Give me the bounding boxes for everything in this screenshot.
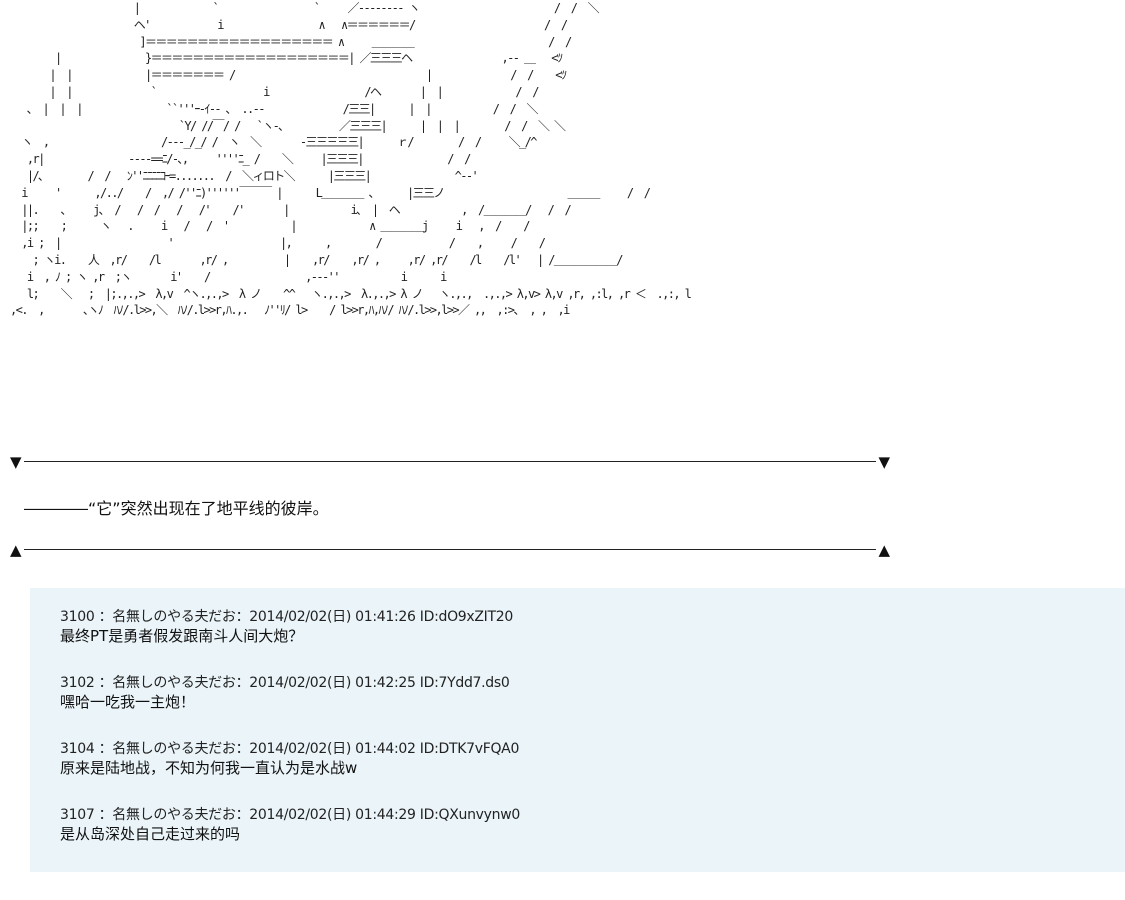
response-post: 3100 ：名無しのやる夫だお：2014/02/02(日) 01:41:26 I… [60, 608, 513, 646]
down-triangle-icon: ▼ [10, 453, 22, 471]
response-post: 3107 ：名無しのやる夫だお：2014/02/02(日) 01:44:29 I… [60, 806, 520, 844]
post-header: 3107 ：名無しのやる夫だお：2014/02/02(日) 01:44:29 I… [60, 807, 520, 823]
ascii-art: | ` ` ／‐‐‐‐‐‐‐‐ ヽ / / ＼ ヘ' i ∧ ∧＝＝＝＝＝＝/ … [10, 1, 692, 318]
responses-panel: 3100 ：名無しのやる夫だお：2014/02/02(日) 01:41:26 I… [30, 588, 1125, 872]
response-post: 3102 ：名無しのやる夫だお：2014/02/02(日) 01:42:25 I… [60, 674, 510, 712]
post-body: 原来是陆地战，不知为何我一直认为是水战w [60, 759, 358, 777]
divider-line [24, 549, 876, 550]
post-body: 最终PT是勇者假发跟南斗人间大炮？ [60, 627, 304, 645]
bottom-divider: ▲ ▲ [10, 541, 890, 559]
post-body: 是从岛深处自己走过来的吗 [60, 825, 241, 843]
post-header: 3100 ：名無しのやる夫だお：2014/02/02(日) 01:41:26 I… [60, 609, 513, 625]
post-header: 3104 ：名無しのやる夫だお：2014/02/02(日) 01:44:02 I… [60, 741, 520, 757]
up-triangle-icon: ▲ [878, 541, 890, 559]
post-body: 嘿哈一吃我一主炮！ [60, 693, 196, 711]
down-triangle-icon: ▼ [878, 453, 890, 471]
post-header: 3102 ：名無しのやる夫だお：2014/02/02(日) 01:42:25 I… [60, 675, 510, 691]
divider-line [24, 461, 876, 462]
response-post: 3104 ：名無しのやる夫だお：2014/02/02(日) 01:44:02 I… [60, 740, 519, 778]
narration-text: ――――“它”突然出现在了地平线的彼岸。 [24, 499, 329, 518]
top-divider: ▼ ▼ [10, 453, 890, 471]
left-margin [0, 0, 10, 900]
up-triangle-icon: ▲ [10, 541, 22, 559]
